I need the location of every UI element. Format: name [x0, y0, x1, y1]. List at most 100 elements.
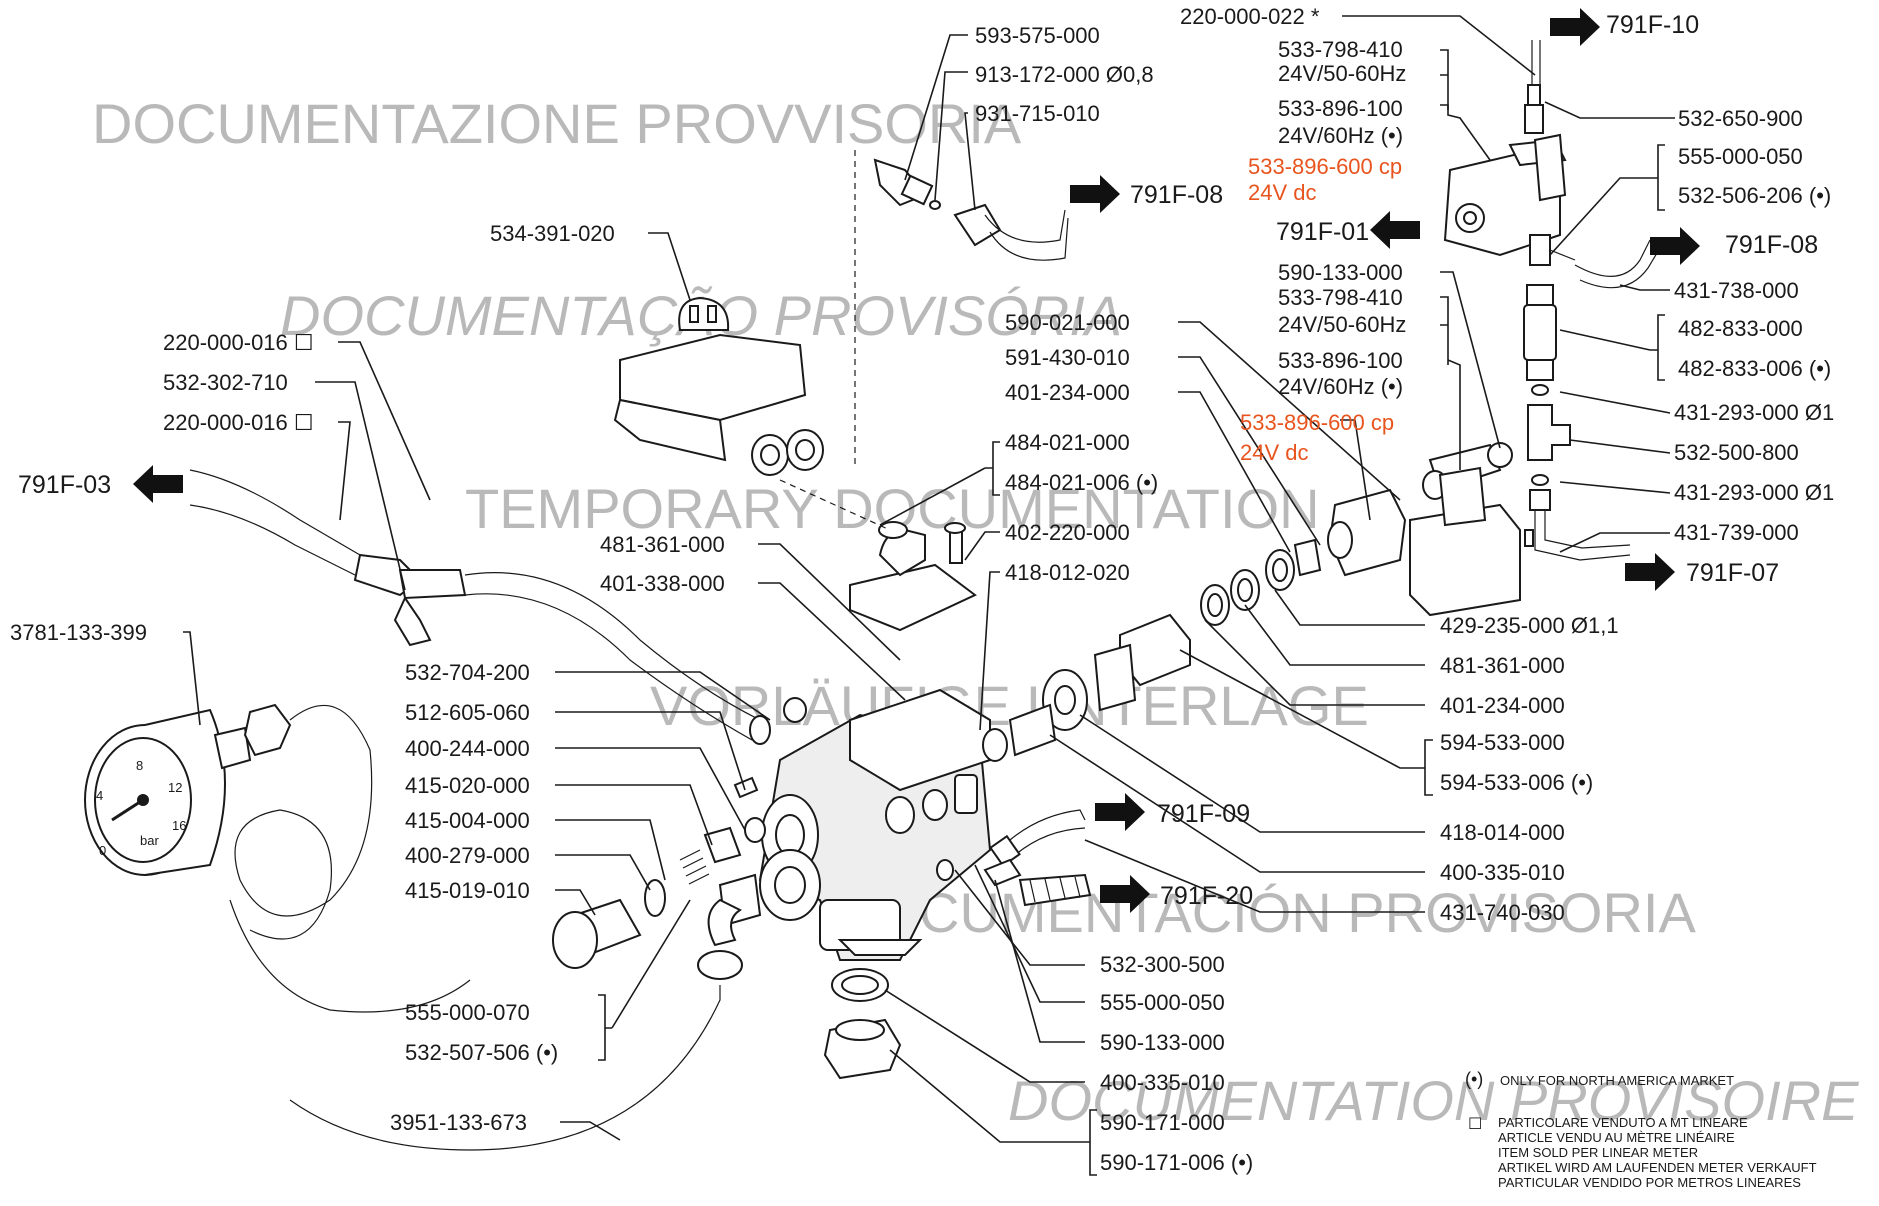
gauge-tick-16: 16 — [172, 818, 186, 833]
legend-dot-text: ONLY FOR NORTH AMERICA MARKET — [1500, 1073, 1734, 1088]
pump-body — [758, 688, 992, 961]
ref-791f-08-right: 791F-08 — [1725, 231, 1818, 259]
label-24v-60-b: 24V/60Hz (•) — [1278, 374, 1403, 399]
label-402-220-000: 402-220-000 — [1005, 520, 1130, 545]
label-532-650-900: 532-650-900 — [1678, 106, 1803, 131]
label-415-004-000: 415-004-000 — [405, 808, 530, 833]
gauge-tick-0: 0 — [99, 843, 106, 858]
label-415-019-010: 415-019-010 — [405, 878, 530, 903]
label-482-833-000: 482-833-000 — [1678, 316, 1803, 341]
legend-box-line5: PARTICULAR VENDIDO POR METROS LINEARES — [1498, 1175, 1801, 1190]
top-fittings — [873, 158, 1069, 261]
label-533-896-100-a: 533-896-100 — [1278, 96, 1403, 121]
label-400-335-010-b: 400-335-010 — [1100, 1070, 1225, 1095]
label-534-391-020: 534-391-020 — [490, 221, 615, 246]
label-555-000-050-a: 555-000-050 — [1678, 144, 1803, 169]
gauge-tick-12: 12 — [168, 780, 182, 795]
ref-791f-01: 791F-01 — [1276, 218, 1369, 246]
label-484-021-006: 484-021-006 (•) — [1005, 470, 1158, 495]
label-431-293-000-b: 431-293-000 Ø1 — [1674, 480, 1834, 505]
label-590-133-000-b: 590-133-000 — [1100, 1030, 1225, 1055]
label-481-361-000-a: 481-361-000 — [600, 532, 725, 557]
legend: (•) ONLY FOR NORTH AMERICA MARKET ☐ PART… — [1465, 1069, 1817, 1190]
label-431-738-000: 431-738-000 — [1674, 278, 1799, 303]
flange-plate — [849, 521, 977, 632]
bottom-right-fittings — [936, 809, 1092, 907]
ref-791f-07: 791F-07 — [1686, 559, 1779, 587]
watermark-it: DOCUMENTAZIONE PROVVISORIA — [92, 92, 1022, 155]
label-532-302-710: 532-302-710 — [163, 370, 288, 395]
label-593-575-000: 593-575-000 — [975, 23, 1100, 48]
label-533-896-600-a: 533-896-600 cp — [1248, 154, 1402, 179]
label-484-021-000: 484-021-000 — [1005, 430, 1130, 455]
ref-791f-20: 791F-20 — [1160, 882, 1253, 910]
legend-dot-symbol: (•) — [1465, 1069, 1483, 1089]
label-532-704-200: 532-704-200 — [405, 660, 530, 685]
ref-791f-10: 791F-10 — [1606, 11, 1699, 39]
pressure-gauge: 0 4 8 12 16 bar — [84, 703, 721, 1151]
label-431-739-000: 431-739-000 — [1674, 520, 1799, 545]
label-591-430-010: 591-430-010 — [1005, 345, 1130, 370]
ref-791f-08-top: 791F-08 — [1130, 181, 1223, 209]
gauge-tick-8: 8 — [136, 758, 143, 773]
gauge-tick-4: 4 — [96, 788, 103, 803]
label-24v-50-60-b: 24V/50-60Hz — [1278, 312, 1406, 337]
left-valve-parts — [552, 697, 807, 980]
flowmeter — [613, 150, 891, 531]
label-590-171-006: 590-171-006 (•) — [1100, 1150, 1253, 1175]
label-418-014-000: 418-014-000 — [1440, 820, 1565, 845]
ref-791f-09: 791F-09 — [1157, 800, 1250, 828]
legend-box-line2: ARTICLE VENDU AU MÈTRE LINÉAIRE — [1498, 1130, 1735, 1145]
label-594-533-000: 594-533-000 — [1440, 730, 1565, 755]
label-24v-60-a: 24V/60Hz (•) — [1278, 123, 1403, 148]
label-429-235-000: 429-235-000 Ø1,1 — [1440, 613, 1619, 638]
label-24vdc-a: 24V dc — [1248, 180, 1317, 205]
label-401-338-000: 401-338-000 — [600, 571, 725, 596]
label-400-279-000: 400-279-000 — [405, 843, 530, 868]
label-512-605-060: 512-605-060 — [405, 700, 530, 725]
label-431-740-030: 431-740-030 — [1440, 900, 1565, 925]
label-431-293-000-a: 431-293-000 Ø1 — [1674, 400, 1834, 425]
label-220-000-016-b: 220-000-016 ☐ — [163, 410, 314, 435]
legend-box-line1: PARTICOLARE VENDUTO A MT LINEARE — [1498, 1115, 1748, 1130]
label-590-171-000: 590-171-000 — [1100, 1110, 1225, 1135]
label-533-896-100-b: 533-896-100 — [1278, 348, 1403, 373]
label-415-020-000: 415-020-000 — [405, 773, 530, 798]
legend-box-line4: ARTIKEL WIRD AM LAUFENDEN METER VERKAUFT — [1498, 1160, 1817, 1175]
label-931-715-010: 931-715-010 — [975, 101, 1100, 126]
label-24v-50-60-a: 24V/50-60Hz — [1278, 61, 1406, 86]
label-220-000-016-a: 220-000-016 ☐ — [163, 330, 314, 355]
label-401-234-000-a: 401-234-000 — [1005, 380, 1130, 405]
label-555-000-050-b: 555-000-050 — [1100, 990, 1225, 1015]
label-590-133-000-a: 590-133-000 — [1278, 260, 1403, 285]
label-532-506-206: 532-506-206 (•) — [1678, 183, 1831, 208]
bottom-nut — [823, 968, 902, 1080]
solenoid-valve-top — [1443, 40, 1567, 257]
label-555-000-070: 555-000-070 — [405, 1000, 530, 1025]
seal-stack — [982, 488, 1407, 762]
right-fitting-chain — [1523, 234, 1661, 561]
label-482-833-006: 482-833-006 (•) — [1678, 356, 1831, 381]
label-418-012-020: 418-012-020 — [1005, 560, 1130, 585]
gauge-unit: bar — [140, 833, 159, 848]
label-3951-133-673: 3951-133-673 — [390, 1110, 527, 1135]
label-532-500-800: 532-500-800 — [1674, 440, 1799, 465]
label-401-234-000-b: 401-234-000 — [1440, 693, 1565, 718]
solenoid-valve-bottom — [1409, 442, 1534, 617]
label-220-000-022: 220-000-022 * — [1180, 4, 1320, 29]
arrows — [133, 8, 1700, 913]
label-533-798-410-b: 533-798-410 — [1278, 285, 1403, 310]
ref-791f-03: 791F-03 — [18, 471, 111, 499]
legend-box-line3: ITEM SOLD PER LINEAR METER — [1498, 1145, 1698, 1160]
label-913-172-000: 913-172-000 Ø0,8 — [975, 62, 1154, 87]
label-481-361-000-b: 481-361-000 — [1440, 653, 1565, 678]
label-400-244-000: 400-244-000 — [405, 736, 530, 761]
label-532-507-506: 532-507-506 (•) — [405, 1040, 558, 1065]
label-3781-133-399: 3781-133-399 — [10, 620, 147, 645]
label-24vdc-b: 24V dc — [1240, 440, 1309, 465]
legend-box-symbol: ☐ — [1468, 1116, 1482, 1133]
label-533-798-410-a: 533-798-410 — [1278, 37, 1403, 62]
label-400-335-010-a: 400-335-010 — [1440, 860, 1565, 885]
label-594-533-006: 594-533-006 (•) — [1440, 770, 1593, 795]
watermark-fr: DOCUMENTATION PROVISOIRE — [1008, 1069, 1859, 1132]
